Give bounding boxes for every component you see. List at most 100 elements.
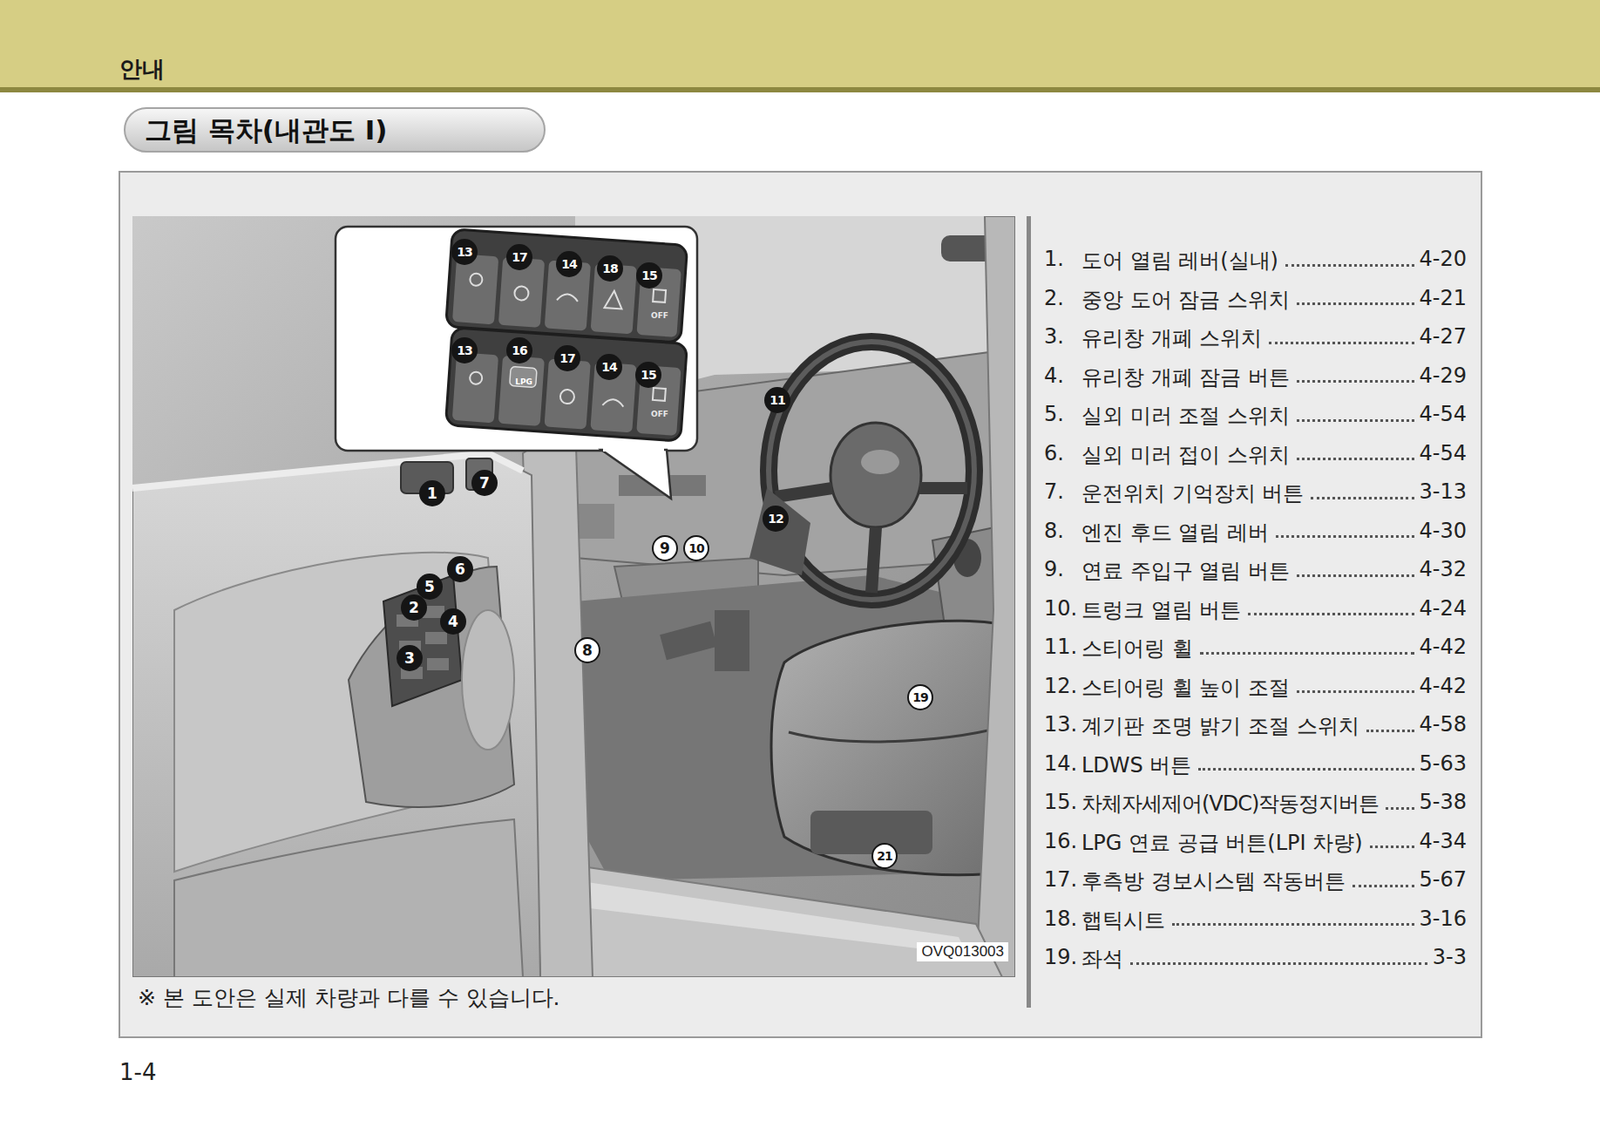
list-number: 12. — [1044, 673, 1078, 699]
page-ref: 5-63 — [1419, 751, 1467, 776]
list-number: 10. — [1044, 596, 1078, 621]
figure-code: OVQ013003 — [916, 942, 1009, 962]
page-ref: 4-20 — [1419, 246, 1467, 272]
page-ref: 3-16 — [1419, 906, 1467, 931]
page-ref: 4-32 — [1419, 556, 1467, 582]
callout-number: 3 — [396, 644, 423, 672]
list-number: 1. — [1044, 246, 1065, 272]
title-pill: 그림 목차(내관도 I) — [123, 107, 546, 153]
callout-number: 17 — [506, 244, 533, 271]
page-ref: 4-34 — [1419, 828, 1467, 854]
part-name: 후측방 경보시스템 작동버튼 — [1081, 867, 1346, 895]
list-number: 4. — [1044, 363, 1065, 388]
list-number: 19. — [1044, 944, 1078, 970]
dot-leader — [1296, 302, 1415, 306]
page-ref: 4-24 — [1419, 596, 1467, 621]
part-name: 유리창 개폐 스위치 — [1081, 324, 1262, 353]
callout-number: 15 — [636, 262, 663, 289]
page-ref: 4-42 — [1419, 634, 1467, 659]
dot-leader — [1296, 457, 1415, 461]
page-ref: 4-29 — [1419, 363, 1467, 388]
page-ref: 5-67 — [1419, 867, 1467, 892]
callout-number: 14 — [596, 353, 623, 380]
page-title: 그림 목차(내관도 I) — [144, 108, 387, 151]
callout-number: 16 — [506, 337, 533, 364]
dot-leader — [1285, 264, 1415, 267]
page-ref: 5-38 — [1419, 789, 1467, 814]
callout-number: 2 — [400, 594, 428, 621]
callout-number: 6 — [447, 555, 474, 583]
callout-number: 11 — [764, 386, 791, 414]
part-name: 좌석 — [1081, 944, 1124, 973]
dot-leader — [1172, 922, 1415, 926]
list-number: 13. — [1044, 711, 1078, 737]
callout-number: 7 — [471, 469, 498, 496]
part-name: 유리창 개폐 잠금 버튼 — [1081, 363, 1290, 392]
list-number: 17. — [1044, 867, 1078, 892]
callout-number: 12 — [762, 505, 789, 532]
button-text: OFF — [650, 311, 669, 320]
list-number: 8. — [1044, 518, 1065, 543]
part-name: 차체자세제어(VDC)작동정지버튼 — [1081, 789, 1379, 818]
callout-number: 8 — [574, 637, 601, 664]
list-number: 3. — [1044, 324, 1065, 349]
part-name: 스티어링 휠 높이 조절 — [1081, 673, 1290, 702]
section-name: 안내 — [119, 54, 165, 85]
callout-number: 1 — [419, 480, 446, 507]
note: ※ 본 도안은 실제 차량과 다를 수 있습니다. — [137, 983, 561, 1012]
part-name: 실외 미러 접이 스위치 — [1081, 440, 1290, 469]
dot-leader — [1366, 729, 1415, 733]
list-number: 5. — [1044, 401, 1065, 427]
list-number: 15. — [1044, 789, 1078, 814]
callout-number: 13 — [451, 337, 478, 364]
dot-leader — [1247, 612, 1414, 616]
part-name: LDWS 버튼 — [1081, 751, 1192, 780]
callout-number: 14 — [555, 250, 583, 278]
page-ref: 3-13 — [1419, 479, 1467, 504]
callout-number: 21 — [871, 842, 898, 869]
part-name: 운전위치 기억장치 버튼 — [1081, 479, 1304, 508]
dot-leader — [1198, 767, 1414, 771]
callout-number: 18 — [596, 255, 624, 282]
page-ref: 4-30 — [1419, 518, 1467, 543]
list-number: 14. — [1044, 751, 1078, 776]
page-ref: 4-58 — [1419, 711, 1467, 737]
dot-leader — [1352, 884, 1414, 888]
page-ref: 3-3 — [1432, 944, 1467, 970]
page-ref: 4-27 — [1419, 324, 1467, 349]
dot-leader — [1268, 341, 1414, 345]
callout-number: 19 — [907, 684, 934, 711]
dot-leader — [1296, 419, 1415, 422]
part-name: 스티어링 휠 — [1081, 634, 1194, 663]
dot-leader — [1275, 535, 1415, 538]
list-number: 18. — [1044, 906, 1078, 931]
callout-number: 15 — [635, 361, 662, 388]
dot-leader — [1130, 962, 1428, 965]
dot-leader — [1200, 651, 1415, 655]
dot-leader — [1310, 496, 1414, 500]
dot-leader — [1296, 379, 1415, 383]
callout-number: 10 — [683, 535, 710, 562]
part-name: LPG 연료 공급 버튼(LPI 차량) — [1081, 828, 1363, 857]
callout-number: 4 — [440, 608, 467, 635]
header-band: 안내 — [0, 0, 1600, 93]
dot-leader — [1385, 806, 1414, 810]
list-number: 9. — [1044, 556, 1065, 582]
part-name: 연료 주입구 열림 버튼 — [1081, 556, 1290, 585]
part-name: 계기판 조명 밝기 조절 스위치 — [1081, 711, 1360, 740]
part-name: 엔진 후드 열림 레버 — [1081, 518, 1269, 547]
part-name: 트렁크 열림 버튼 — [1081, 596, 1241, 624]
page-ref: 4-21 — [1419, 285, 1467, 311]
callout-number: 9 — [651, 535, 678, 562]
list-number: 6. — [1044, 440, 1065, 466]
page-ref: 4-54 — [1419, 440, 1467, 466]
dot-leader — [1296, 690, 1415, 693]
callout-number: 17 — [554, 345, 581, 372]
part-name: 햅틱시트 — [1081, 906, 1166, 935]
page-ref: 4-54 — [1419, 401, 1467, 427]
page-ref: 4-42 — [1419, 673, 1467, 699]
part-name: 도어 열림 레버(실내) — [1081, 246, 1279, 275]
list-number: 11. — [1044, 634, 1078, 659]
page-number: 1-4 — [119, 1058, 156, 1085]
dot-leader — [1296, 574, 1415, 577]
